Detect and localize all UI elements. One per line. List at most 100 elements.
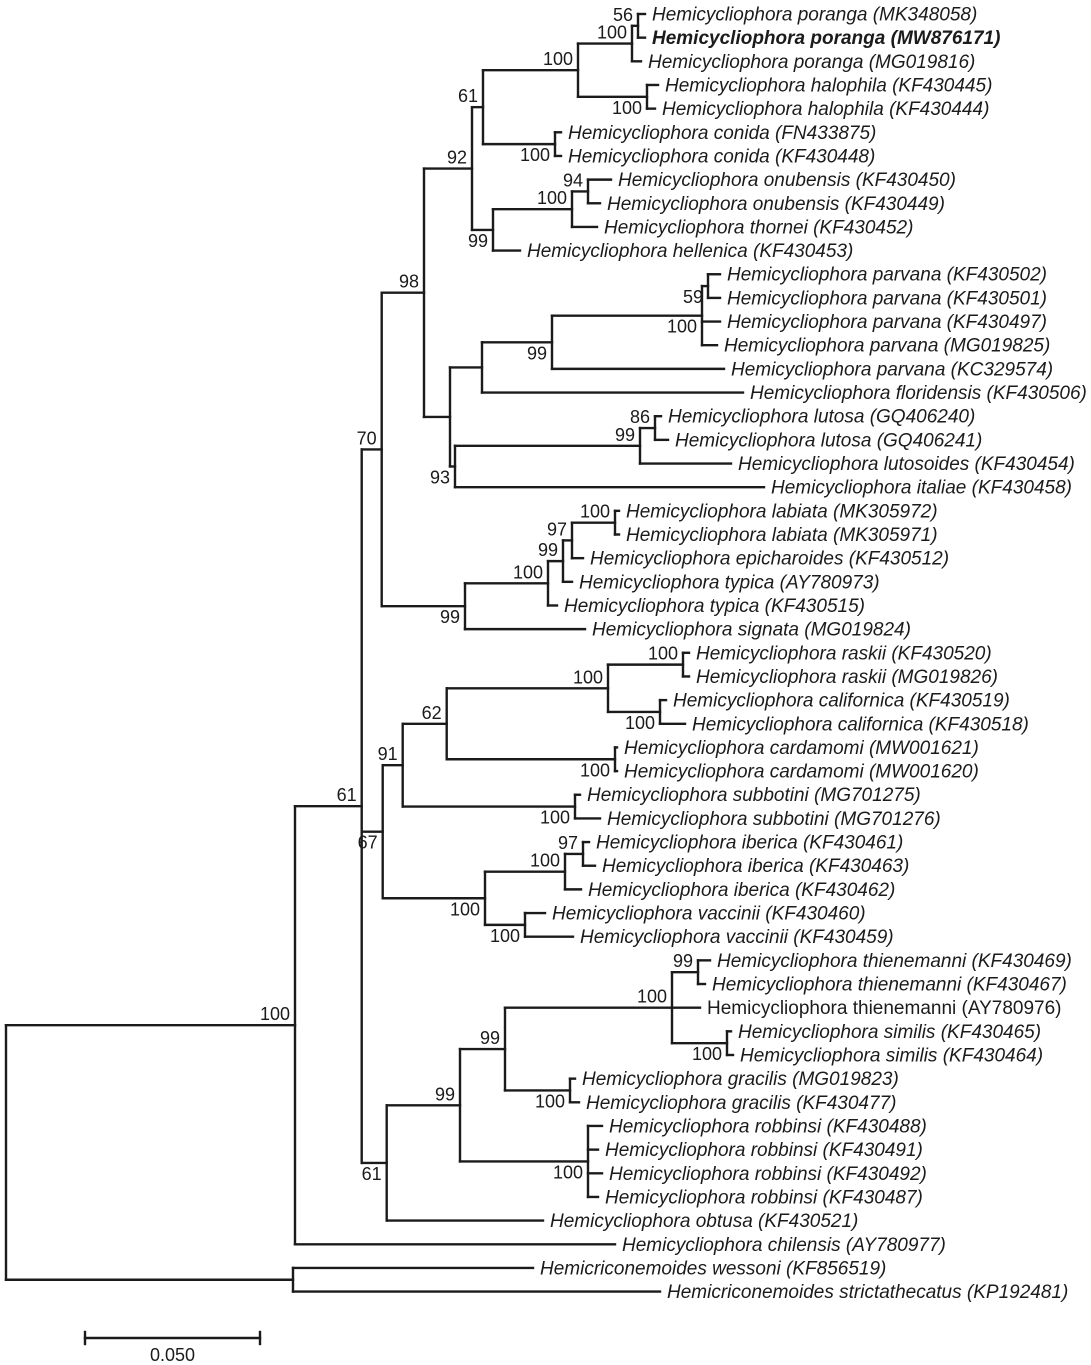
taxon-label: Hemicycliophora parvana (KF430501) <box>727 288 1047 309</box>
taxon-label: Hemicycliophora parvana (MG019825) <box>724 336 1050 357</box>
support-value: 67 <box>358 833 378 853</box>
support-value: 70 <box>357 428 377 448</box>
taxon-label: Hemicycliophora labiata (MK305972) <box>626 501 938 522</box>
support-value: 99 <box>673 951 693 971</box>
taxon-label: Hemicycliophora cardamomi (MW001621) <box>624 738 979 759</box>
taxon-label: Hemicycliophora raskii (KF430520) <box>696 643 992 664</box>
taxon-label: Hemicycliophora robbinsi (KF430487) <box>605 1187 923 1208</box>
support-value: 99 <box>480 1028 500 1048</box>
taxon-label: Hemicycliophora thienemanni (KF430467) <box>712 975 1067 996</box>
taxon-label: Hemicycliophora cardamomi (MW001620) <box>624 762 979 783</box>
taxon-label: Hemicycliophora iberica (KF430462) <box>588 880 895 901</box>
support-value: 99 <box>468 231 488 251</box>
support-value: 59 <box>683 287 703 307</box>
support-value: 100 <box>648 644 678 664</box>
taxon-label: Hemicycliophora halophila (KF430444) <box>662 99 989 120</box>
taxon-label: Hemicycliophora typica (AY780973) <box>579 572 880 593</box>
support-value: 100 <box>580 502 610 522</box>
support-value: 100 <box>540 808 570 828</box>
support-value: 100 <box>625 713 655 733</box>
taxon-label: Hemicycliophora robbinsi (KF430491) <box>605 1140 923 1161</box>
taxon-label: Hemicycliophora obtusa (KF430521) <box>550 1211 858 1232</box>
taxon-label: Hemicycliophora lutosa (GQ406241) <box>675 430 982 451</box>
taxon-label: Hemicycliophora italiae (KF430458) <box>771 478 1072 499</box>
taxon-label: Hemicycliophora poranga (MK348058) <box>652 5 977 26</box>
support-value: 99 <box>435 1084 455 1104</box>
taxon-label: Hemicycliophora similis (KF430465) <box>738 1022 1041 1043</box>
taxon-label: Hemicycliophora onubensis (KF430449) <box>607 194 945 215</box>
taxon-label: Hemicycliophora subbotini (MG701275) <box>587 785 921 806</box>
taxon-label: Hemicycliophora halophila (KF430445) <box>665 75 992 96</box>
taxon-label: Hemicriconemoides wessoni (KF856519) <box>540 1258 886 1279</box>
taxon-label: Hemicycliophora robbinsi (KF430488) <box>609 1116 927 1137</box>
support-value: 62 <box>422 703 442 723</box>
support-value: 100 <box>580 760 610 780</box>
taxon-label: Hemicycliophora conida (FN433875) <box>568 123 876 144</box>
taxon-label: Hemicriconemoides strictathecatus (KP192… <box>667 1282 1068 1303</box>
support-value: 56 <box>613 5 633 25</box>
support-value: 100 <box>553 1162 583 1182</box>
taxon-label: Hemicycliophora parvana (KF430497) <box>727 312 1047 333</box>
taxon-label: Hemicycliophora poranga (MG019816) <box>648 52 975 73</box>
support-value: 100 <box>450 899 480 919</box>
support-value: 97 <box>547 519 567 539</box>
support-value: 100 <box>573 667 603 687</box>
support-value: 100 <box>537 188 567 208</box>
taxon-label: Hemicycliophora vaccinii (KF430460) <box>552 904 866 925</box>
support-value: 100 <box>637 987 667 1007</box>
support-value: 100 <box>520 145 550 165</box>
support-value: 99 <box>538 540 558 560</box>
support-value: 100 <box>543 49 573 69</box>
taxon-label: Hemicycliophora similis (KF430464) <box>740 1045 1043 1066</box>
taxon-label: Hemicycliophora typica (KF430515) <box>564 596 865 617</box>
support-value: 98 <box>399 272 419 292</box>
support-value: 100 <box>612 98 642 118</box>
support-value: 97 <box>558 833 578 853</box>
support-value: 100 <box>260 1004 290 1024</box>
taxon-label: Hemicycliophora gracilis (MG019823) <box>582 1069 899 1090</box>
taxon-label: Hemicycliophora onubensis (KF430450) <box>618 170 956 191</box>
taxon-label: Hemicycliophora poranga (MW876171) <box>652 28 1000 49</box>
taxon-label: Hemicycliophora conida (KF430448) <box>568 146 875 167</box>
support-value: 100 <box>535 1091 565 1111</box>
taxon-label: Hemicycliophora robbinsi (KF430492) <box>609 1164 927 1185</box>
taxon-label: Hemicycliophora subbotini (MG701276) <box>607 809 941 830</box>
support-value: 61 <box>458 86 478 106</box>
taxon-label: Hemicycliophora parvana (KC329574) <box>731 359 1053 380</box>
support-value: 100 <box>490 926 520 946</box>
taxon-label: Hemicycliophora iberica (KF430463) <box>602 856 909 877</box>
support-value: 99 <box>527 343 547 363</box>
taxon-label: Hemicycliophora labiata (MK305971) <box>626 525 938 546</box>
taxon-label: Hemicycliophora thornei (KF430452) <box>604 217 913 238</box>
taxon-label: Hemicycliophora iberica (KF430461) <box>596 833 903 854</box>
scale-bar-label: 0.050 <box>150 1345 195 1365</box>
taxon-label: Hemicycliophora vaccinii (KF430459) <box>580 927 894 948</box>
support-value: 99 <box>440 607 460 627</box>
taxon-label: Hemicycliophora californica (KF430519) <box>673 691 1010 712</box>
support-value: 100 <box>667 317 697 337</box>
support-value: 92 <box>447 148 467 168</box>
taxon-label: Hemicycliophora chilensis (AY780977) <box>622 1235 946 1256</box>
support-value: 99 <box>615 425 635 445</box>
support-value: 100 <box>530 851 560 871</box>
support-value: 86 <box>630 407 650 427</box>
taxon-label: Hemicycliophora lutosa (GQ406240) <box>668 407 975 428</box>
support-value: 100 <box>692 1044 722 1064</box>
taxon-label: Hemicycliophora hellenica (KF430453) <box>527 241 853 262</box>
taxon-label: Hemicycliophora parvana (KF430502) <box>727 265 1047 286</box>
taxon-label: Hemicycliophora signata (MG019824) <box>592 620 911 641</box>
taxon-label: Hemicycliophora floridensis (KF430506) <box>750 383 1087 404</box>
support-value: 61 <box>362 1164 382 1184</box>
support-value: 91 <box>378 744 398 764</box>
taxon-label: Hemicycliophora thienemanni (AY780976) <box>707 998 1062 1019</box>
support-value: 93 <box>430 467 450 487</box>
support-value: 100 <box>513 562 543 582</box>
taxon-label: Hemicycliophora californica (KF430518) <box>692 714 1029 735</box>
taxon-label: Hemicycliophora epicharoides (KF430512) <box>590 549 949 570</box>
taxon-label: Hemicycliophora raskii (MG019826) <box>696 667 998 688</box>
taxon-label: Hemicycliophora gracilis (KF430477) <box>586 1093 896 1114</box>
taxon-label: Hemicycliophora lutosoides (KF430454) <box>738 454 1075 475</box>
support-value: 94 <box>563 170 583 190</box>
